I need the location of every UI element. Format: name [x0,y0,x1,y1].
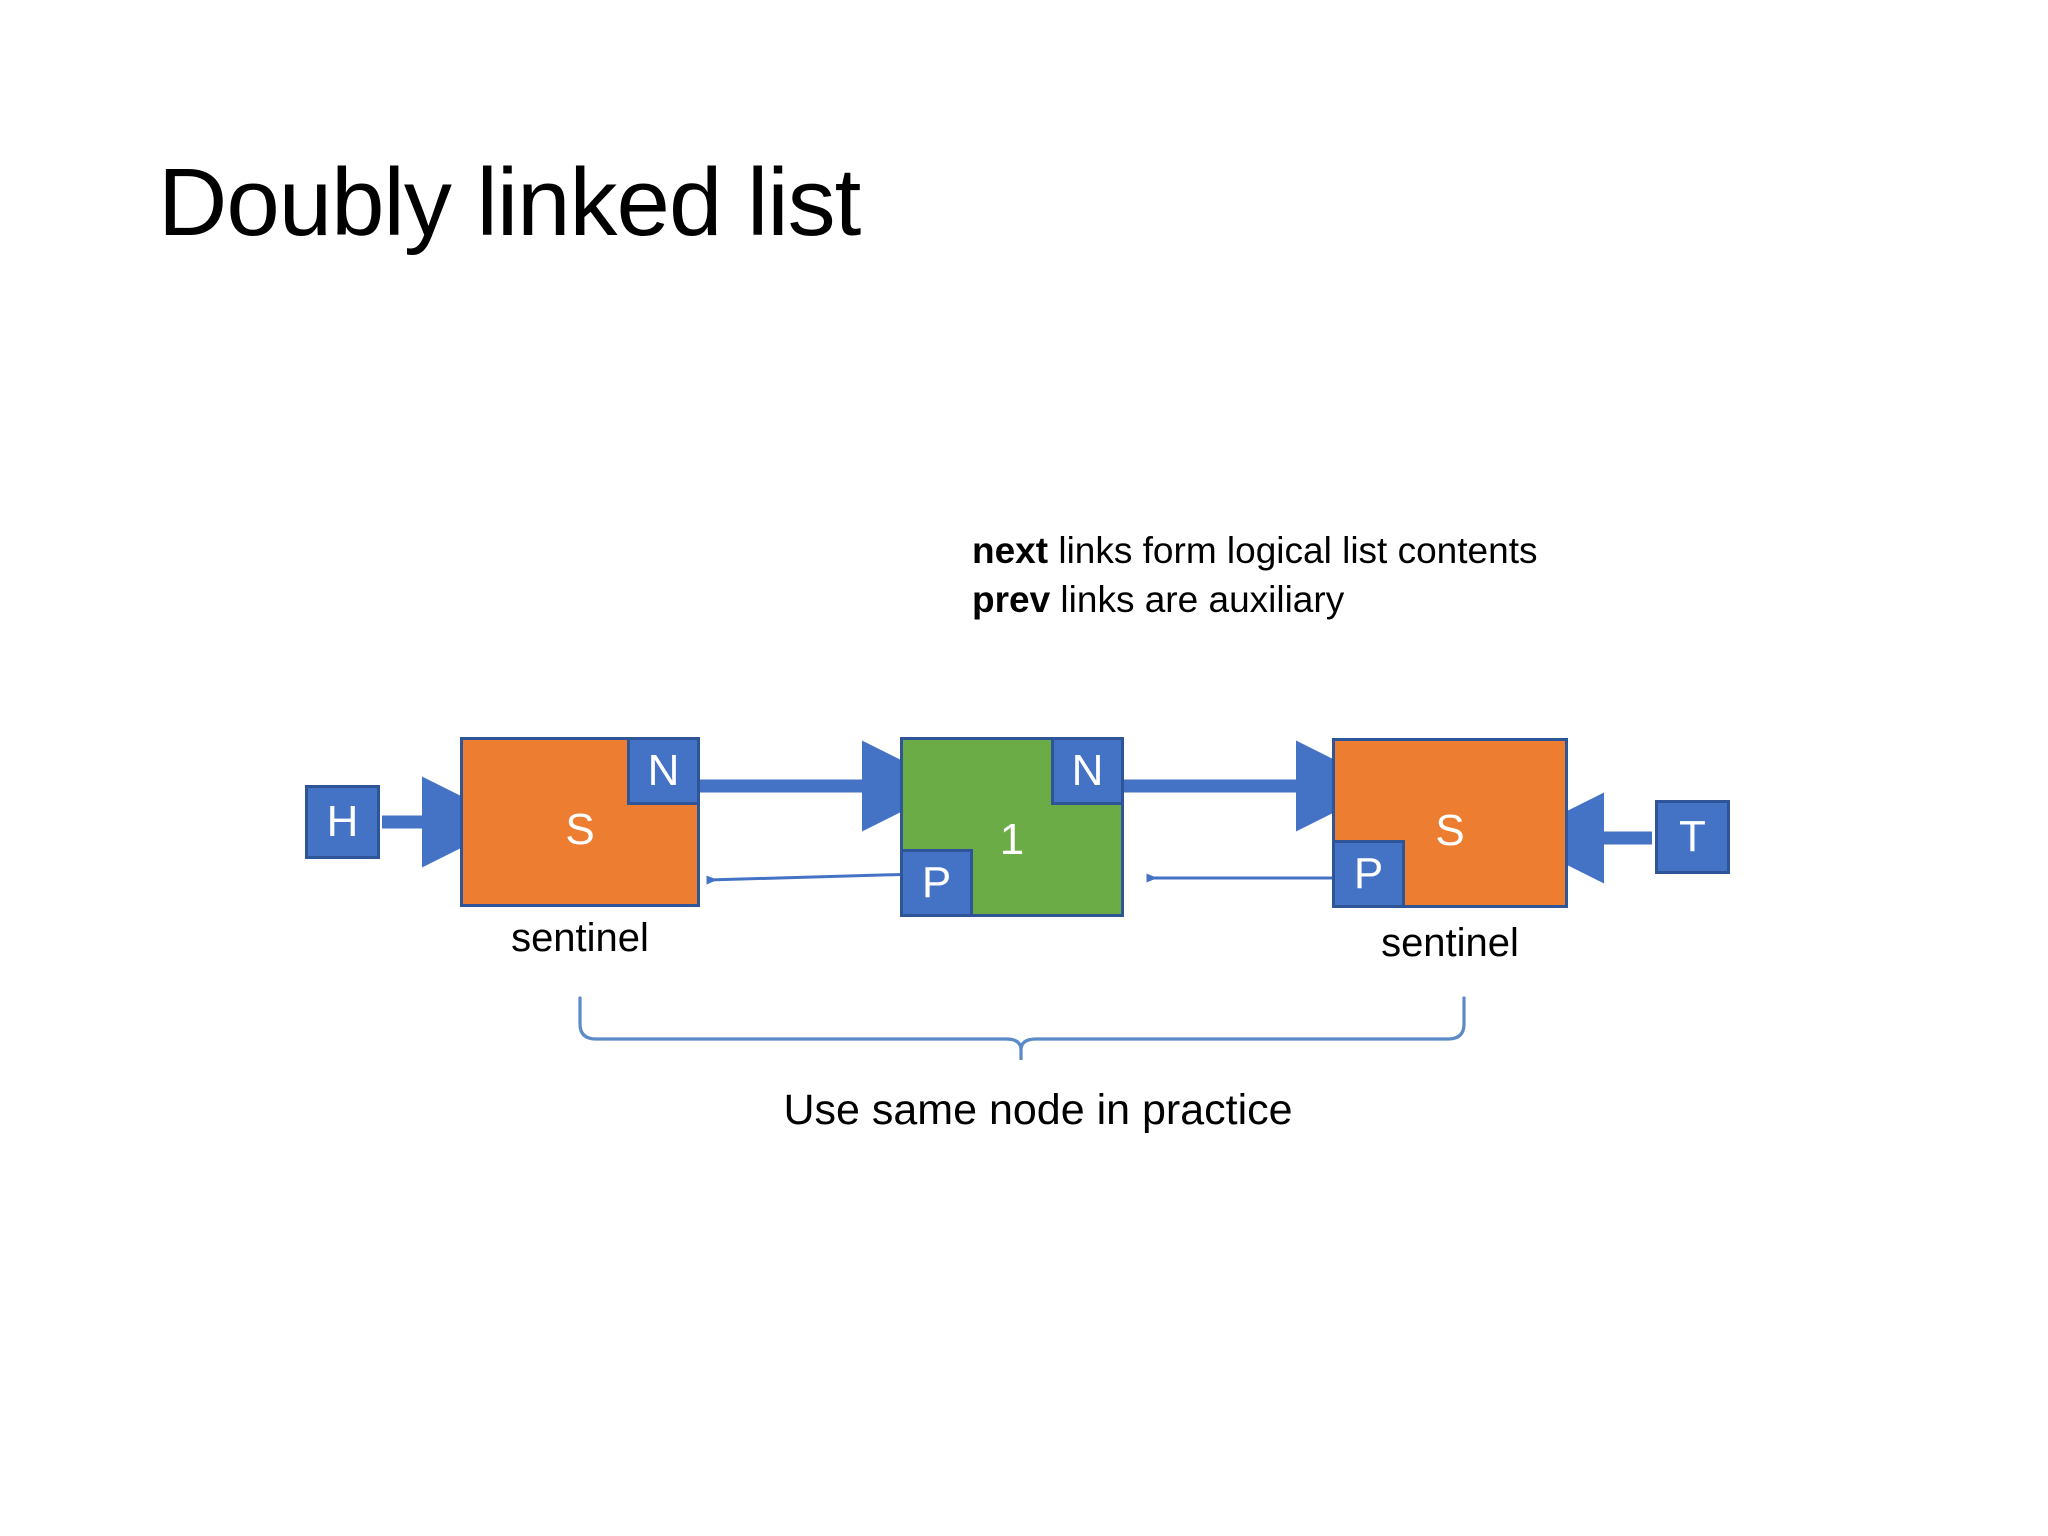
prev-description: links are auxiliary [1050,579,1345,621]
node-value-left-sentinel: S [565,805,595,854]
annotation-line-prev: prev links are auxiliary [972,575,1537,624]
next-description: links form logical list contents [1048,530,1538,571]
grouping-brace [578,996,1466,1060]
annotation-block: next links form logical list contents pr… [972,526,1537,624]
page-title: Doubly linked list [158,149,861,256]
next-keyword: next [972,530,1049,571]
brace-caption-text: Use same node in practice [783,1086,1293,1134]
caption-right-sentinel: sentinel [1381,921,1519,965]
prev-field-right-sentinel[interactable]: P [1332,840,1405,908]
head-pointer-box[interactable]: H [305,785,380,859]
next-field-left-sentinel[interactable]: N [627,737,700,805]
prev-field-data-1[interactable]: P [900,849,973,917]
annotation-line-next: next links form logical list contents [972,526,1537,575]
node-right-sentinel[interactable]: S P [1332,738,1568,908]
node-value-right-sentinel: S [1435,806,1465,855]
next-field-data-1[interactable]: N [1051,737,1124,805]
arrow-prev-node1-to-sentinel [706,872,919,885]
node-value-data-1: 1 [999,815,1025,864]
caption-left-sentinel: sentinel [511,916,649,960]
brace-caption-wrapper: Use same node in practice [0,1086,2048,1135]
node-left-sentinel[interactable]: S N [460,737,700,907]
node-data-1[interactable]: 1 N P [900,737,1124,917]
tail-pointer-box[interactable]: T [1655,800,1730,874]
prev-keyword: prev [972,579,1051,621]
